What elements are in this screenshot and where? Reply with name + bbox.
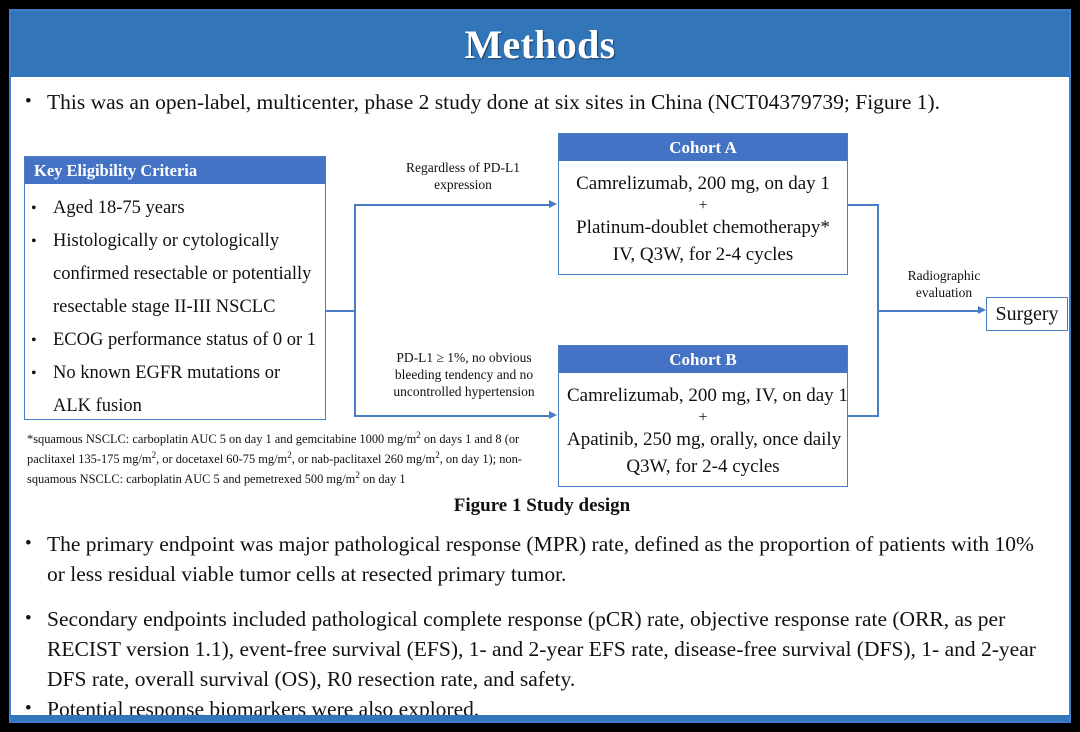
bullet-glyph: • [31,200,37,217]
eligibility-item-text: Aged 18-75 years [53,198,185,218]
study-design-diagram: Key Eligibility Criteria • Aged 18-75 ye… [11,117,1069,507]
bullet-glyph: • [31,365,37,382]
footnote-l1sup: 2 [416,430,421,440]
connector-elig-stem [326,310,356,312]
connector-cohort-b-out [848,415,879,417]
eligibility-item-text: Histologically or cytologically confirme… [53,231,312,317]
slide-title-band: Methods [11,11,1069,77]
list-item: • No known EGFR mutations or ALK fusion [31,357,319,423]
bullet-glyph: • [31,332,37,349]
chemotherapy-footnote: *squamous NSCLC: carboplatin AUC 5 on da… [27,427,541,487]
cohort-b-header: Cohort B [559,346,847,373]
cohort-b-body: Camrelizumab, 200 mg, IV, on day 1 + Apa… [559,373,848,487]
bullet-glyph: • [31,233,37,250]
connector-to-cohort-a [354,204,550,206]
cohort-a-body: Camrelizumab, 200 mg, on day 1 + Platinu… [559,161,847,275]
arrowhead-cohort-b [549,411,557,419]
label-pdl1-criteria: PD-L1 ≥ 1%, no obvious bleeding tendency… [369,349,559,400]
cohort-b-line1: Camrelizumab, 200 mg, IV, on day 1 [567,385,848,406]
bottom-accent-rule [11,715,1069,721]
cohort-a-line1: Camrelizumab, 200 mg, on day 1 [576,173,830,194]
cohort-b-line2: Apatinib, 250 mg, orally, once daily [567,429,842,450]
connector-to-cohort-b [354,415,550,417]
endpoint-bullet-secondary: • Secondary endpoints included pathologi… [25,604,1055,694]
eligibility-criteria-box: Key Eligibility Criteria • Aged 18-75 ye… [24,156,326,420]
footnote-l1b: on days 1 and 8 (or [420,432,520,447]
eligibility-item-text: No known EGFR mutations or ALK fusion [53,363,281,416]
footnote-l2a: paclitaxel 135-175 mg/m [27,452,152,467]
label-line: Regardless of PD-L1 [406,160,520,175]
endpoint-bullet-text: The primary endpoint was major pathologi… [47,532,1034,586]
cohort-a-line2: Platinum-doublet chemotherapy* [576,217,830,238]
label-line: bleeding tendency and no [394,367,534,382]
label-line: PD-L1 ≥ 1%, no obvious [396,350,532,365]
cohort-a-line3: IV, Q3W, for 2-4 cycles [612,244,794,265]
cohort-a-box: Cohort A Camrelizumab, 200 mg, on day 1 … [558,133,848,275]
footnote-l2c: , or nab-paclitaxel 260 mg/m [291,452,436,467]
footnote-l3sup: 2 [355,470,360,481]
footnote-l2d: , on day 1); non- [439,452,522,467]
figure-caption: Figure 1 Study design [453,495,631,516]
bullet-glyph: • [25,608,32,629]
endpoint-bullet-text: Secondary endpoints included pathologica… [47,607,1036,691]
footnote-l2b: , or docetaxel 60-75 mg/m [156,452,288,467]
cohort-b-line3: Q3W, for 2-4 cycles [626,456,780,477]
footnote-l3b: on day 1 [359,472,406,487]
eligibility-header: Key Eligibility Criteria [25,157,325,184]
connector-cohort-a-out [848,204,879,206]
eligibility-item-text: ECOG performance status of 0 or 1 [53,330,317,350]
cohort-a-header: Cohort A [559,134,847,161]
footnote-l2sup1: 2 [151,450,157,461]
footnote-l2sup2: 2 [287,450,292,461]
cohort-a-plus: + [698,197,708,214]
bullet-glyph: • [25,91,32,112]
label-line: uncontrolled hypertension [393,384,535,399]
list-item: • Aged 18-75 years [31,192,319,225]
arrowhead-surgery [978,306,986,314]
surgery-label: Surgery [995,302,1059,325]
intro-bullet-text: This was an open-label, multicenter, pha… [47,90,941,114]
connector-vertical-split [354,204,356,416]
label-line: Radiographic [907,268,981,283]
label-line: evaluation [915,285,973,300]
surgery-box: Surgery [986,297,1068,331]
intro-bullet: • This was an open-label, multicenter, p… [25,87,1055,117]
eligibility-list: • Aged 18-75 years • Histologically or c… [25,184,325,423]
footnote-l3a: squamous NSCLC: carboplatin AUC 5 and pe… [27,472,356,487]
slide-canvas: Methods • This was an open-label, multic… [9,9,1071,723]
bullet-glyph: • [25,698,32,719]
cohort-b-box: Cohort B Camrelizumab, 200 mg, IV, on da… [558,345,848,487]
connector-to-surgery [877,310,980,312]
footnote-l2sup3: 2 [435,450,440,461]
endpoint-bullet-primary: • The primary endpoint was major patholo… [25,529,1055,589]
bullet-glyph: • [25,533,32,554]
footnote-l1a: *squamous NSCLC: carboplatin AUC 5 on da… [27,432,417,447]
cohort-b-plus: + [698,409,708,426]
list-item: • ECOG performance status of 0 or 1 [31,324,319,357]
page-title: Methods [464,21,616,67]
list-item: • Histologically or cytologically confir… [31,225,319,324]
arrowhead-cohort-a [549,200,557,208]
label-line: expression [434,177,492,192]
label-radiographic-evaluation: Radiographic evaluation [889,267,999,301]
label-regardless-pdl1: Regardless of PD-L1 expression [383,159,543,193]
